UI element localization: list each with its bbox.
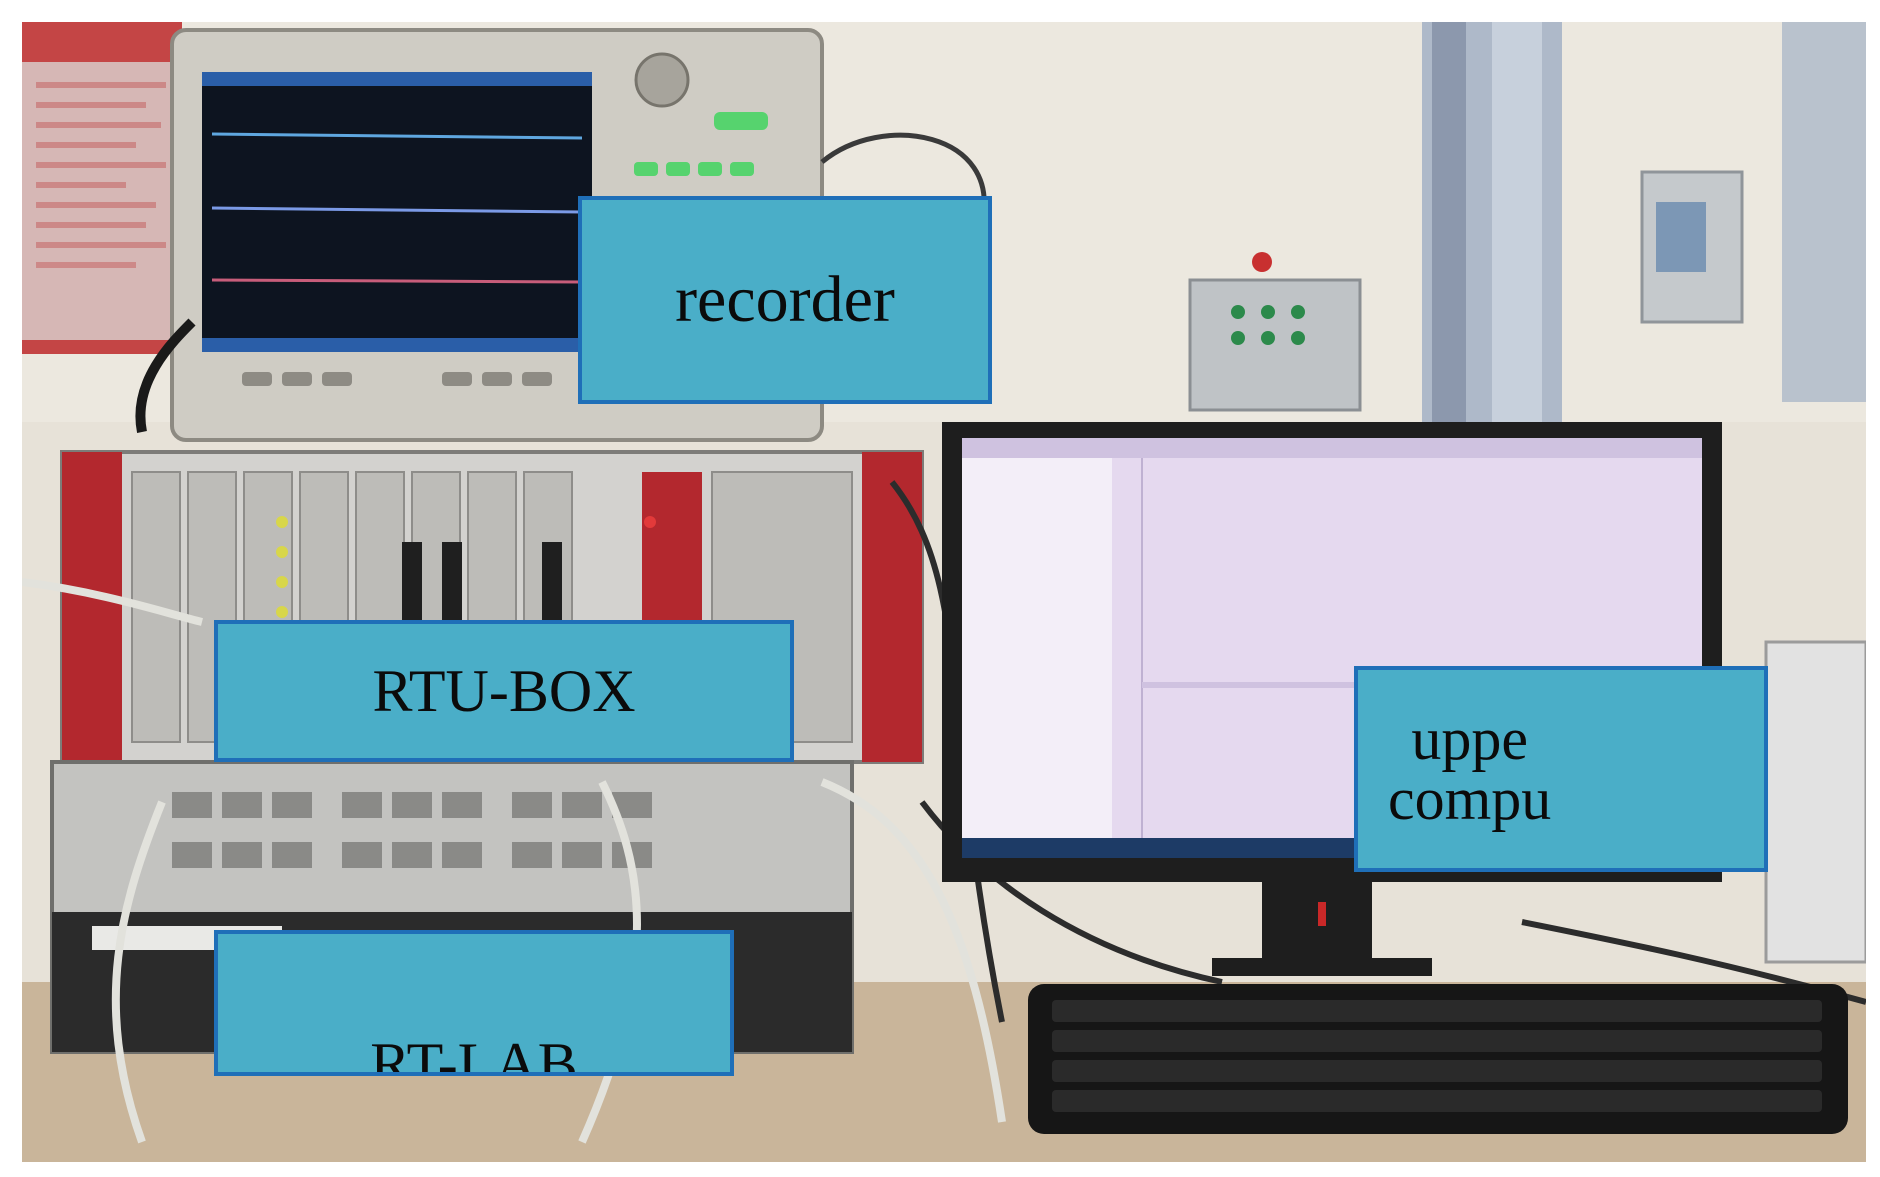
upper-computer-label: uppe compu [1354,666,1768,872]
rt-lab-label-text: RT-LAB [370,1031,578,1076]
side-cabinet [1764,640,1866,964]
rt-lab-label: RT-LAB [214,930,734,1076]
control-box [1188,278,1362,412]
recorder-label: recorder [578,196,992,404]
rtu-box-label: RTU-BOX [214,620,794,762]
